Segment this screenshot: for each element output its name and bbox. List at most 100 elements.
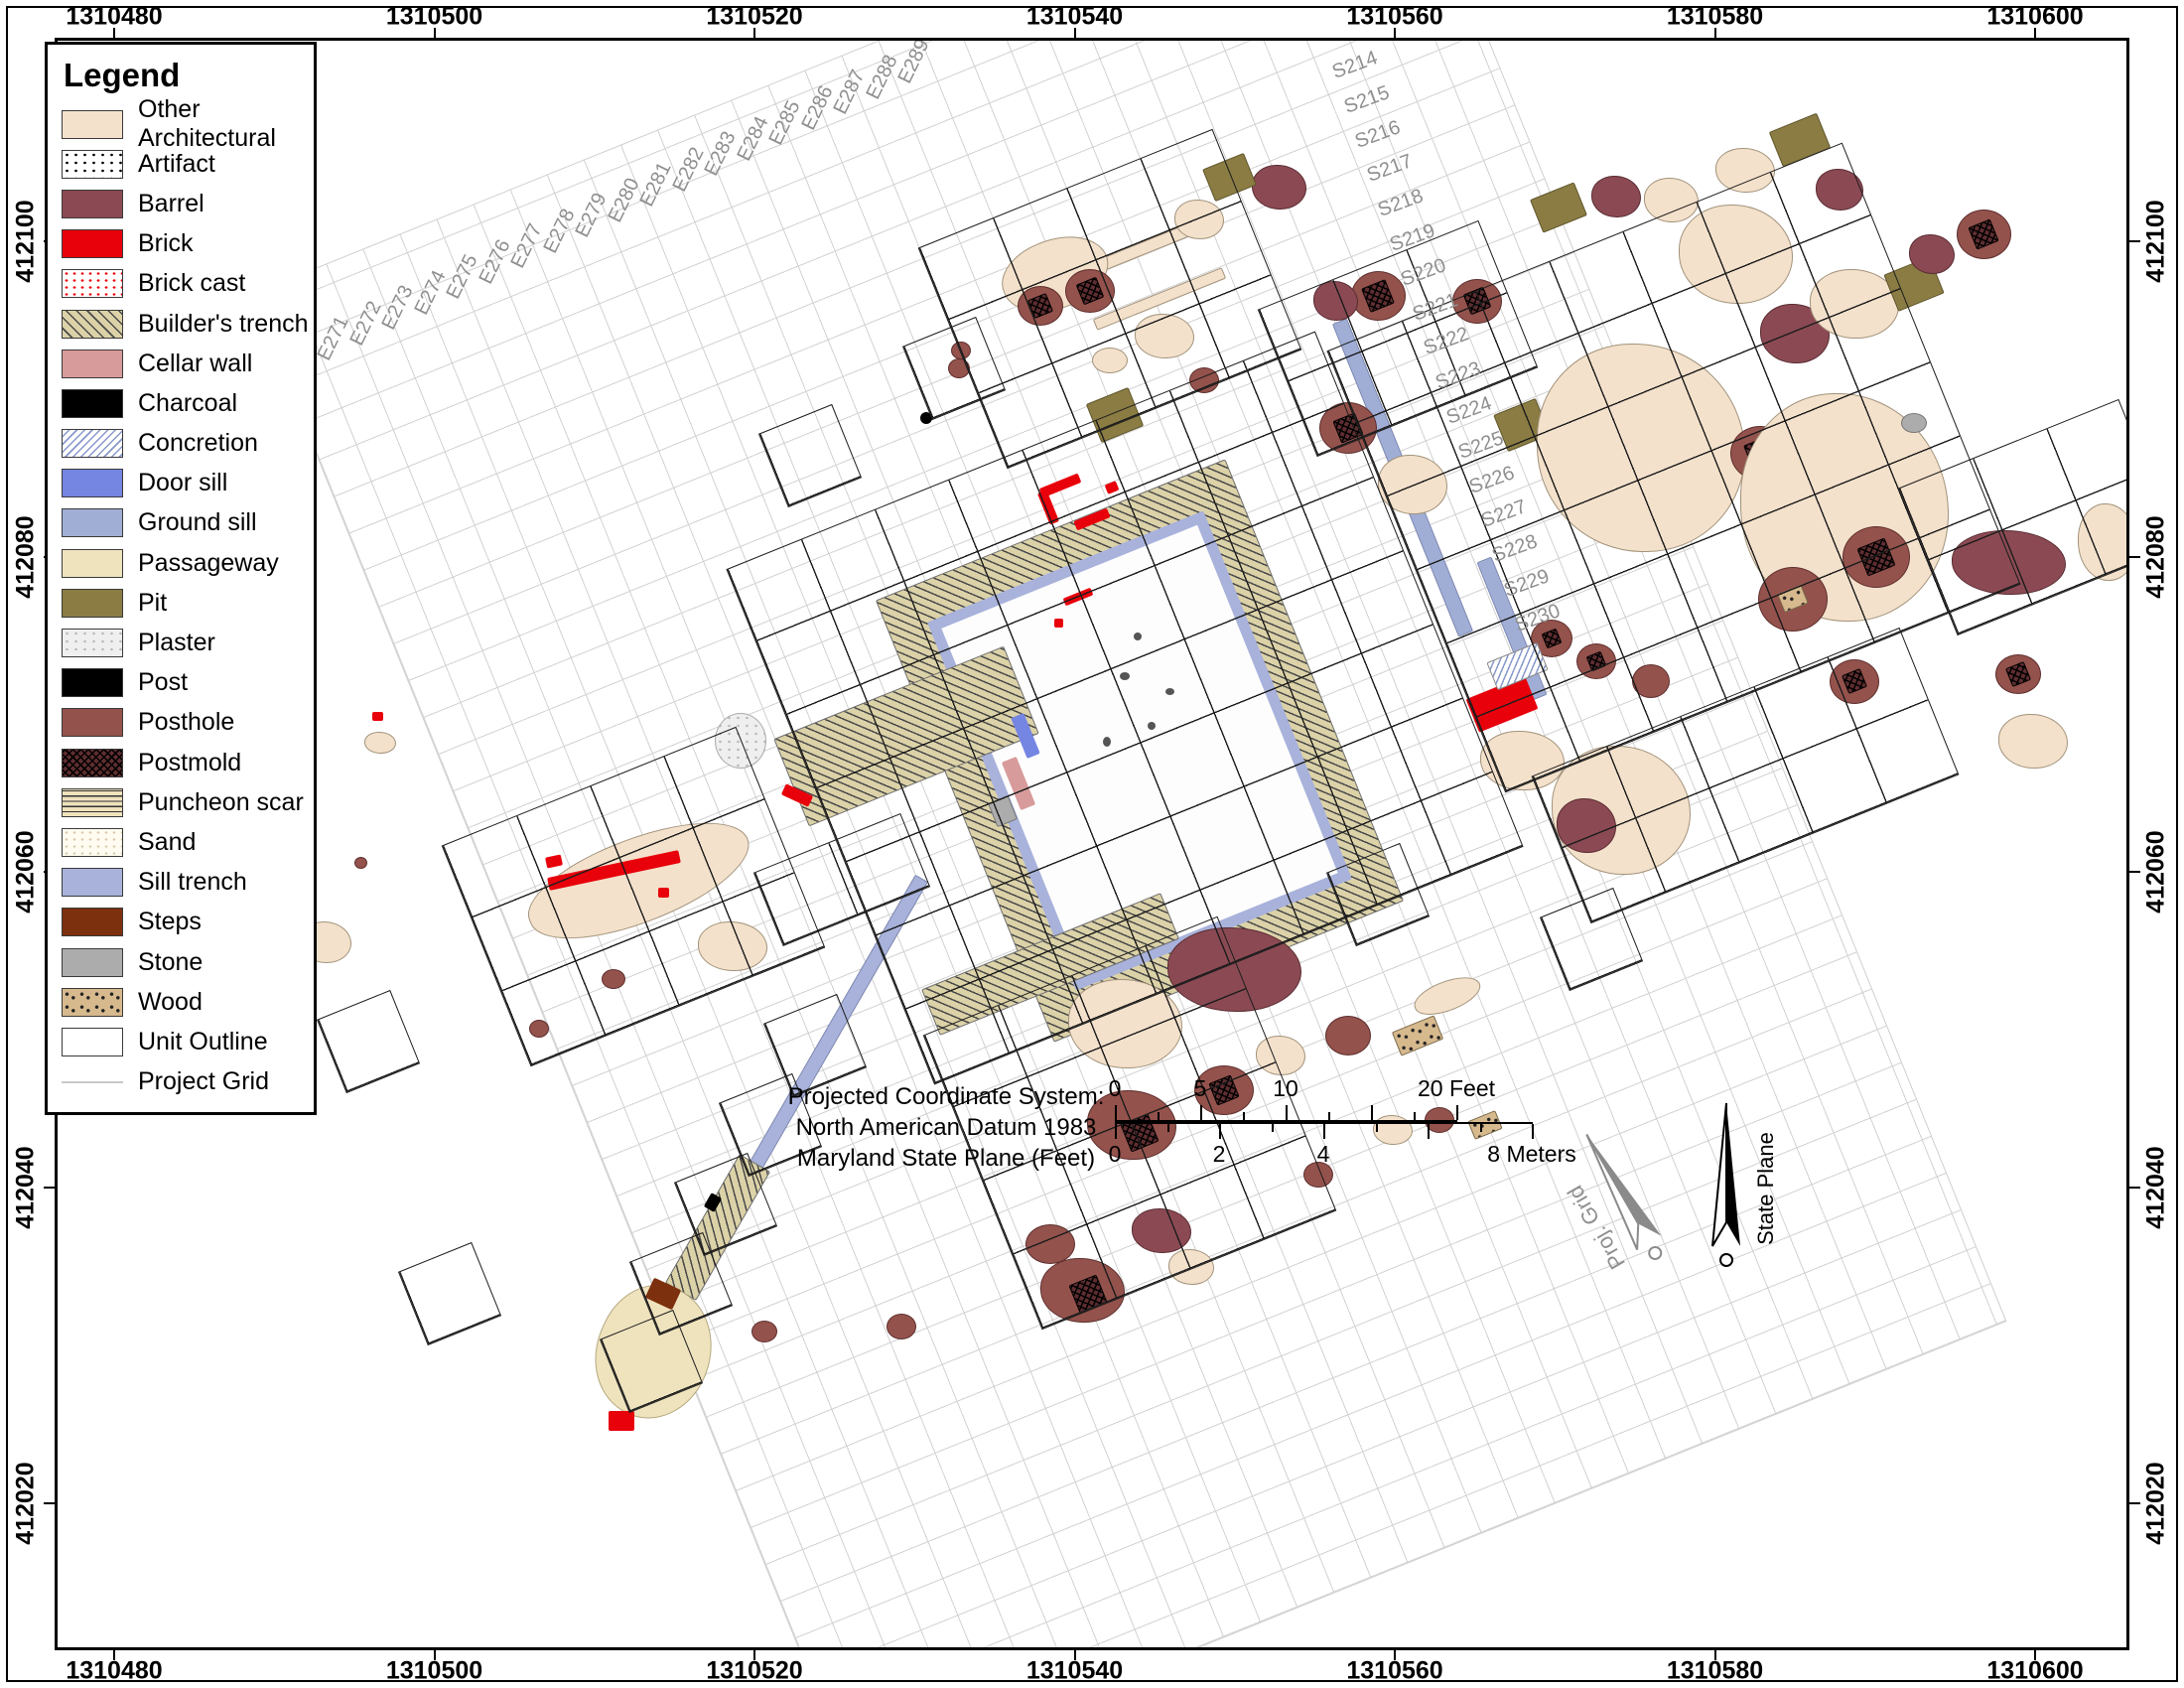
axis-label-right: 412080 — [2141, 515, 2170, 599]
legend-item-label: Pit — [138, 588, 168, 617]
feature-posthole — [1325, 1016, 1371, 1055]
axis-label-bottom: 1310580 — [1666, 1656, 1764, 1685]
legend-swatch-builders — [62, 309, 123, 339]
legend-item: Post — [48, 663, 314, 703]
legend-item-label: Puncheon scar — [138, 787, 304, 816]
legend-item: Concretion — [48, 424, 314, 464]
axis-label-bottom: 1310560 — [1346, 1656, 1443, 1685]
projection-line-3: Maryland State Plane (Feet) — [796, 1145, 1096, 1173]
legend-item: Builder's trench — [48, 304, 314, 344]
legend-item: Stone — [48, 942, 314, 982]
legend-item-label: Barrel — [138, 189, 205, 217]
axis-label-top: 1310520 — [706, 2, 803, 31]
axis-label-right: 412060 — [2141, 830, 2170, 914]
state-plane-north-arrow: State Plane — [1705, 1101, 1778, 1275]
legend-item: Sand — [48, 822, 314, 862]
axis-label-top: 1310580 — [1666, 2, 1764, 31]
legend-item: Barrel — [48, 184, 314, 223]
legend-swatch-unitoutline — [62, 1027, 123, 1056]
axis-label-top: 1310540 — [1025, 2, 1124, 31]
axis-tick — [113, 1649, 115, 1660]
legend-item: Artifact — [48, 144, 314, 184]
legend-swatch-posthole — [62, 708, 123, 738]
scale-label-feet: 10 — [1273, 1075, 1298, 1101]
legend-title: Legend — [64, 57, 181, 93]
scale-tick-feet — [1286, 1105, 1288, 1120]
axis-label-top: 1310560 — [1346, 2, 1443, 31]
axis-label-left: 412040 — [11, 1146, 40, 1229]
legend-swatch-barrel — [62, 189, 123, 218]
scale-tick-meters — [1323, 1124, 1325, 1139]
axis-label-left: 412100 — [11, 200, 40, 283]
scale-label-meters: 4 — [1316, 1141, 1330, 1167]
scale-tick-meters — [1166, 1124, 1169, 1132]
legend-item-label: Plaster — [138, 629, 215, 657]
scale-tick-feet — [1456, 1105, 1458, 1120]
scale-label-feet: 0 — [1108, 1075, 1122, 1101]
legend-swatch-brick — [62, 229, 123, 259]
axis-tick — [2129, 240, 2140, 242]
scale-tick-meters — [1115, 1124, 1117, 1139]
legend-item: Steps — [48, 903, 314, 942]
scale-bar-feet-ruler — [1115, 1103, 1458, 1122]
scale-label-meters: 8 Meters — [1487, 1141, 1576, 1167]
legend-item-label: Postmold — [138, 748, 242, 776]
legend-swatch-silltrench — [62, 868, 123, 898]
scale-label-meters: 2 — [1212, 1141, 1226, 1167]
legend-item: Unit Outline — [48, 1022, 314, 1061]
legend-item: Sill trench — [48, 863, 314, 903]
projection-line-2: North American Datum 1983 — [795, 1114, 1097, 1142]
scale-tick-meters — [1271, 1124, 1274, 1132]
legend-swatch-puncheon — [62, 787, 123, 817]
axis-label-top: 1310600 — [1986, 2, 2084, 31]
axis-tick — [433, 1649, 436, 1660]
legend-item-label: Brick cast — [138, 269, 246, 298]
legend-item: Pit — [48, 583, 314, 623]
feature-barrel — [1909, 234, 1955, 274]
legend-swatch-doorsill — [62, 469, 123, 498]
legend-swatch-steps — [62, 908, 123, 937]
axis-tick — [1073, 1649, 1076, 1660]
scale-tick-feet — [1371, 1105, 1373, 1120]
axis-label-bottom: 1310520 — [706, 1656, 803, 1685]
feature-other — [364, 732, 396, 754]
legend-swatch-charcoal — [62, 388, 123, 418]
legend-item-label: Passageway — [138, 548, 279, 577]
axis-label-right: 412100 — [2141, 200, 2170, 283]
legend-swatch-sand — [62, 827, 123, 857]
axis-tick — [44, 1502, 55, 1504]
legend-swatch-cellarwall — [62, 349, 123, 378]
legend-item-label: Ground sill — [138, 508, 257, 537]
axis-label-left: 412020 — [11, 1462, 40, 1545]
legend-item-label: Wood — [138, 987, 203, 1016]
axis-label-left: 412060 — [11, 830, 40, 914]
annotation-layer: Projected Coordinate System: North Ameri… — [58, 41, 2126, 1647]
legend-item-label: Project Grid — [138, 1067, 269, 1096]
legend-swatch-projgrid — [62, 1080, 123, 1083]
projection-line-1: Projected Coordinate System: — [787, 1083, 1105, 1110]
feature-posthole — [353, 857, 367, 869]
north-arrow-icon — [1711, 1102, 1740, 1267]
axis-tick — [2129, 1502, 2140, 1504]
legend-item-label: Artifact — [138, 149, 215, 178]
legend-swatch-post — [62, 668, 123, 698]
legend-swatch-concretion — [62, 429, 123, 459]
legend-item-label: Sand — [138, 827, 197, 856]
legend-swatch-plaster — [62, 629, 123, 658]
scale-tick-meters — [1428, 1124, 1430, 1139]
legend-item: Puncheon scar — [48, 782, 314, 822]
scale-tick-meters — [1479, 1124, 1482, 1132]
legend-swatch-brickcast — [62, 269, 123, 299]
legend-item: Other Architectural — [48, 95, 314, 152]
projection-note: Projected Coordinate System: North Ameri… — [782, 1081, 1110, 1175]
legend-swatch-postmold — [62, 748, 123, 777]
legend-swatch-stone — [62, 947, 123, 977]
axis-label-right: 412040 — [2141, 1146, 2170, 1229]
legend-swatch-pit — [62, 588, 123, 618]
legend-item-label: Posthole — [138, 708, 235, 737]
legend-item: Ground sill — [48, 503, 314, 543]
axis-tick — [2129, 1187, 2140, 1189]
